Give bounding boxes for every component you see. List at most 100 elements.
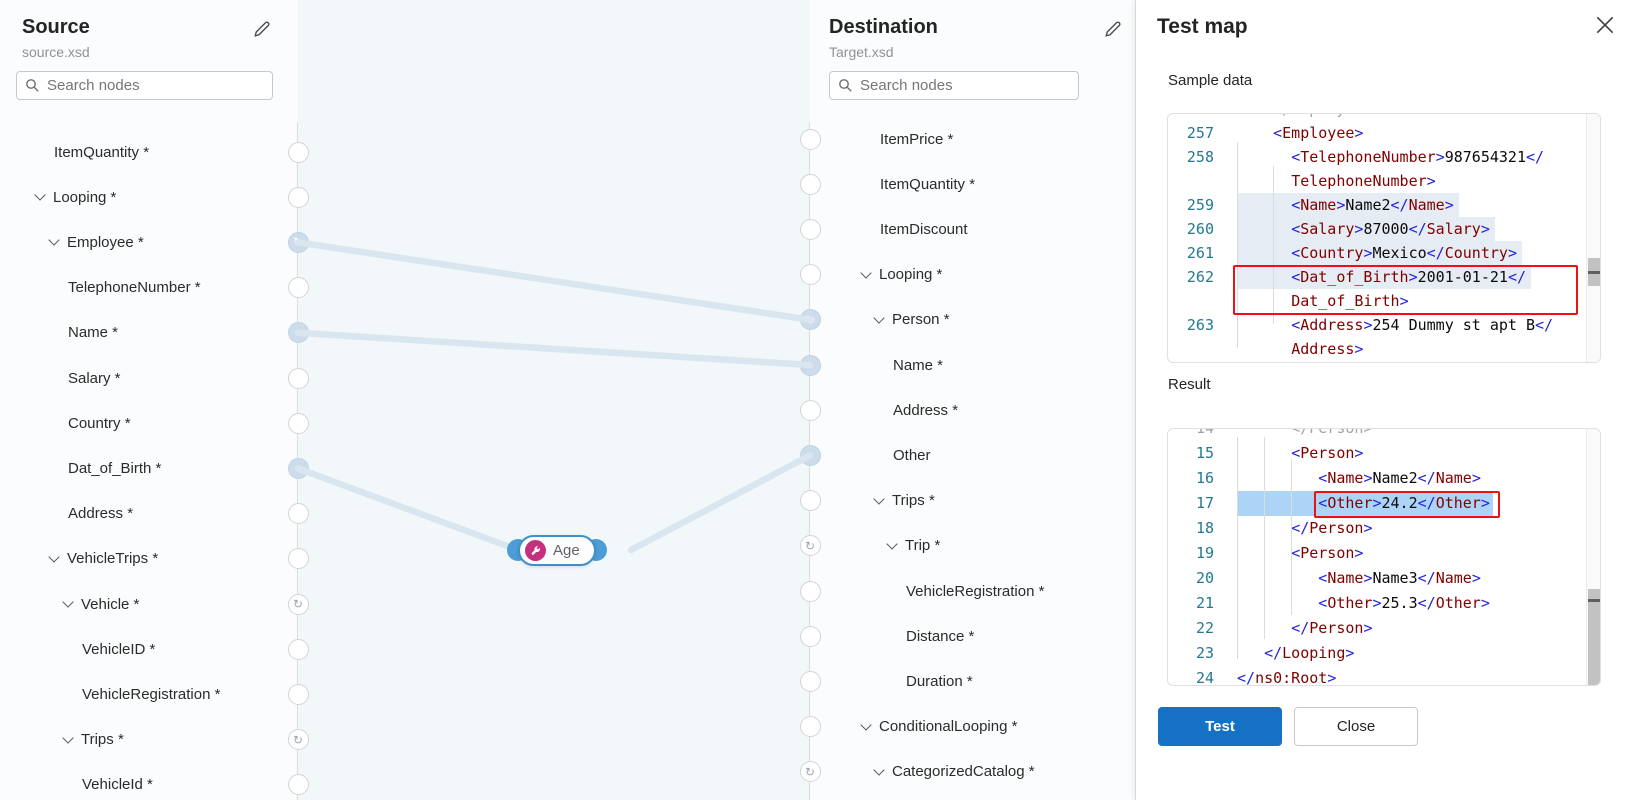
connection-edge[interactable] <box>627 452 814 554</box>
destination-search-input[interactable] <box>860 77 1070 94</box>
connection-handle-dat-of-birth[interactable] <box>287 457 309 479</box>
sample-data-editor[interactable]: </Employee>257 <Employee>258 <TelephoneN… <box>1167 113 1601 363</box>
loop-handle-categorizedcatalog[interactable]: ↻ <box>799 761 821 783</box>
connection-handle-vehicleid[interactable] <box>287 638 309 660</box>
source-search-input[interactable] <box>47 77 264 94</box>
loop-handle-vehicle[interactable]: ↻ <box>287 593 309 615</box>
tree-node-address[interactable]: Address * <box>893 392 958 428</box>
connection-handle-vehicletrips[interactable] <box>287 548 309 570</box>
loop-handle-trips[interactable]: ↻ <box>287 729 309 751</box>
chevron-down-icon[interactable] <box>860 266 872 279</box>
tree-node-vehicleregistration[interactable]: VehicleRegistration * <box>906 573 1044 609</box>
tree-node-telephonenumber[interactable]: TelephoneNumber * <box>68 270 201 306</box>
close-icon[interactable] <box>1596 16 1614 34</box>
tree-node-vehicletrips[interactable]: VehicleTrips * <box>48 541 158 577</box>
result-editor[interactable]: 14 </Person>15 <Person>16 <Name>Name2</N… <box>1167 428 1601 686</box>
chevron-down-icon[interactable] <box>873 492 885 505</box>
loop-handle-employee[interactable]: ↻ <box>287 231 309 253</box>
connection-handle-vehicleid[interactable] <box>287 774 309 796</box>
tree-node-itemquantity[interactable]: ItemQuantity * <box>54 134 149 170</box>
connection-handle-other[interactable] <box>799 444 821 466</box>
connection-handle-itemquantity[interactable] <box>287 141 309 163</box>
connection-handle-distance[interactable] <box>799 625 821 647</box>
connection-handle-vehicleregistration[interactable] <box>287 683 309 705</box>
connection-handle-looping[interactable] <box>287 186 309 208</box>
chevron-down-icon[interactable] <box>873 312 885 324</box>
tree-node-person[interactable]: Person * <box>873 302 950 338</box>
connection-handle-salary[interactable] <box>287 367 309 389</box>
tree-node-distance[interactable]: Distance * <box>906 618 974 654</box>
chevron-down-icon[interactable] <box>62 731 74 744</box>
connection-handle-trips[interactable] <box>799 490 821 512</box>
tree-node-trips[interactable]: Trips * <box>873 483 935 519</box>
chevron-down-icon[interactable] <box>48 234 60 247</box>
chevron-down-icon[interactable] <box>873 764 885 776</box>
tree-node-name[interactable]: Name * <box>893 347 943 383</box>
tree-node-other[interactable]: Other <box>893 437 931 473</box>
destination-panel-title: Destination <box>829 16 938 38</box>
tree-node-conditionallooping[interactable]: ConditionalLooping * <box>860 709 1017 745</box>
line-number: 17 <box>1195 494 1214 512</box>
tree-node-address[interactable]: Address * <box>68 496 133 532</box>
result-label: Result <box>1168 376 1211 393</box>
line-number: 18 <box>1195 519 1214 537</box>
connection-edge[interactable] <box>294 239 814 324</box>
tree-node-dat-of-birth[interactable]: Dat_of_Birth * <box>68 450 161 486</box>
connection-handle-duration[interactable] <box>799 670 821 692</box>
chevron-down-icon[interactable] <box>860 718 872 731</box>
loop-handle-person[interactable]: ↻ <box>799 309 821 331</box>
tree-node-vehicleid[interactable]: VehicleID * <box>82 631 155 667</box>
sample-scrollbar[interactable] <box>1586 114 1600 362</box>
connection-handle-name[interactable] <box>799 354 821 376</box>
chevron-down-icon[interactable] <box>886 538 898 550</box>
tree-node-label: Person * <box>892 311 950 329</box>
chevron-down-icon[interactable] <box>34 189 46 201</box>
tree-node-salary[interactable]: Salary * <box>68 360 121 396</box>
connection-handle-address[interactable] <box>799 399 821 421</box>
code-line: 23 </Looping> <box>1168 641 1600 666</box>
close-button[interactable]: Close <box>1294 707 1418 746</box>
connection-handle-itemdiscount[interactable] <box>799 218 821 240</box>
tree-node-looping[interactable]: Looping * <box>860 257 942 293</box>
tree-node-trip[interactable]: Trip * <box>886 528 940 564</box>
tree-node-country[interactable]: Country * <box>68 405 131 441</box>
connection-handle-country[interactable] <box>287 412 309 434</box>
tree-node-itemdiscount[interactable]: ItemDiscount <box>880 211 968 247</box>
edit-source-icon[interactable] <box>252 19 272 39</box>
tree-node-employee[interactable]: Employee * <box>48 224 144 260</box>
connection-handle-name[interactable] <box>287 322 309 344</box>
tree-node-itemprice[interactable]: ItemPrice * <box>880 121 953 157</box>
connection-handle-telephonenumber[interactable] <box>287 277 309 299</box>
test-button[interactable]: Test <box>1158 707 1282 746</box>
connection-handle-itemquantity[interactable] <box>799 173 821 195</box>
tree-node-vehicle[interactable]: Vehicle * <box>62 586 139 622</box>
connection-edge[interactable] <box>294 465 522 554</box>
tree-node-itemquantity[interactable]: ItemQuantity * <box>880 166 975 202</box>
tree-node-name[interactable]: Name * <box>68 315 118 351</box>
connection-handle-looping[interactable] <box>799 264 821 286</box>
connection-handle-conditionallooping[interactable] <box>799 716 821 738</box>
tree-node-vehicleid[interactable]: VehicleId * <box>82 767 153 800</box>
connection-handle-vehicleregistration[interactable] <box>799 580 821 602</box>
connection-handle-address[interactable] <box>287 503 309 525</box>
tree-node-trips[interactable]: Trips * <box>62 722 124 758</box>
edit-destination-icon[interactable] <box>1103 19 1123 39</box>
tree-node-vehicleregistration[interactable]: VehicleRegistration * <box>82 676 220 712</box>
chevron-down-icon[interactable] <box>48 551 60 563</box>
tree-node-duration[interactable]: Duration * <box>906 663 973 699</box>
loop-handle-trip[interactable]: ↻ <box>799 535 821 557</box>
line-number: 15 <box>1195 444 1214 462</box>
line-number: 258 <box>1186 148 1214 166</box>
source-panel-title: Source <box>22 16 90 38</box>
line-number <box>1168 114 1214 121</box>
connection-handle-itemprice[interactable] <box>799 128 821 150</box>
code-line: 21 <Other>25.3</Other> <box>1168 591 1600 616</box>
result-scrollbar-thumb[interactable] <box>1588 589 1600 685</box>
result-scrollbar[interactable] <box>1586 429 1600 685</box>
connection-edge[interactable] <box>294 329 814 369</box>
chevron-down-icon[interactable] <box>62 596 74 608</box>
tree-node-looping[interactable]: Looping * <box>34 179 116 215</box>
function-node-age[interactable]: Age <box>507 534 607 566</box>
tree-node-categorizedcatalog[interactable]: CategorizedCatalog * <box>873 754 1035 790</box>
function-pill[interactable]: Age <box>518 534 596 566</box>
